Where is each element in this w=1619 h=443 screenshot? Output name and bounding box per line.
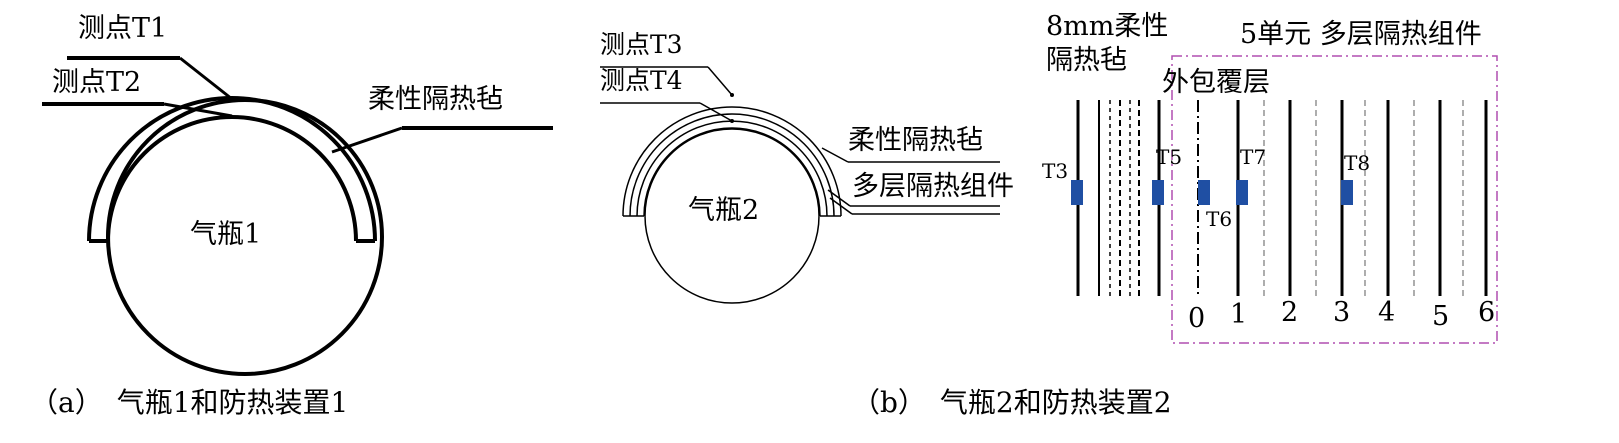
sensor-t6 — [1198, 180, 1210, 205]
sensor-label-t8: T8 — [1344, 151, 1371, 175]
sensor-t5 — [1152, 180, 1164, 205]
label-units: 5单元 多层隔热组件 — [1240, 19, 1482, 50]
layer-num-0: 0 — [1188, 303, 1206, 334]
layer-num-6: 6 — [1478, 297, 1496, 328]
sensor-t7 — [1236, 180, 1248, 205]
sensor-t8 — [1341, 180, 1353, 205]
sensor-t3 — [1071, 180, 1083, 205]
caption-a: （a） 气瓶1和防热装置1 — [30, 386, 349, 419]
label-blanket-1: 柔性隔热毡 — [368, 84, 503, 115]
mli-layer-lines — [1236, 100, 1488, 296]
sensor-label-t6: T6 — [1206, 207, 1233, 231]
label-t2: 测点T2 — [52, 67, 142, 98]
leader-blanket-1 — [331, 126, 403, 154]
caption-b: （b） 气瓶2和防热装置2 — [852, 386, 1172, 419]
label-t4: 测点T4 — [600, 66, 683, 95]
layer-num-2: 2 — [1281, 297, 1299, 328]
label-t1: 测点T1 — [78, 13, 168, 44]
felt-layer-lines — [1076, 100, 1161, 296]
label-outer-cover: 外包覆层 — [1162, 67, 1270, 98]
bottle-2-shape — [644, 128, 820, 304]
label-felt-line1: 8mm柔性 — [1046, 11, 1169, 42]
blanket-1-inner-arc — [106, 115, 358, 242]
label-felt-line2: 隔热毡 — [1046, 45, 1127, 76]
layer-num-5: 5 — [1432, 301, 1450, 332]
label-t3: 测点T3 — [600, 30, 683, 59]
sensor-label-t7: T7 — [1240, 145, 1267, 169]
mli-2-arcs — [622, 106, 842, 217]
mli-spacer-lines — [1263, 100, 1464, 296]
label-bottle-1: 气瓶1 — [190, 219, 262, 250]
layer-num-1: 1 — [1230, 299, 1248, 330]
mli-frame — [1171, 55, 1498, 344]
sensor-label-t3: T3 — [1042, 159, 1069, 183]
label-mli-2: 多层隔热组件 — [852, 171, 1014, 202]
layer-num-4: 4 — [1378, 297, 1396, 328]
label-blanket-2: 柔性隔热毡 — [848, 125, 983, 156]
sensor-label-t5: T5 — [1156, 145, 1183, 169]
layer-num-3: 3 — [1333, 297, 1351, 328]
label-bottle-2: 气瓶2 — [688, 195, 760, 226]
